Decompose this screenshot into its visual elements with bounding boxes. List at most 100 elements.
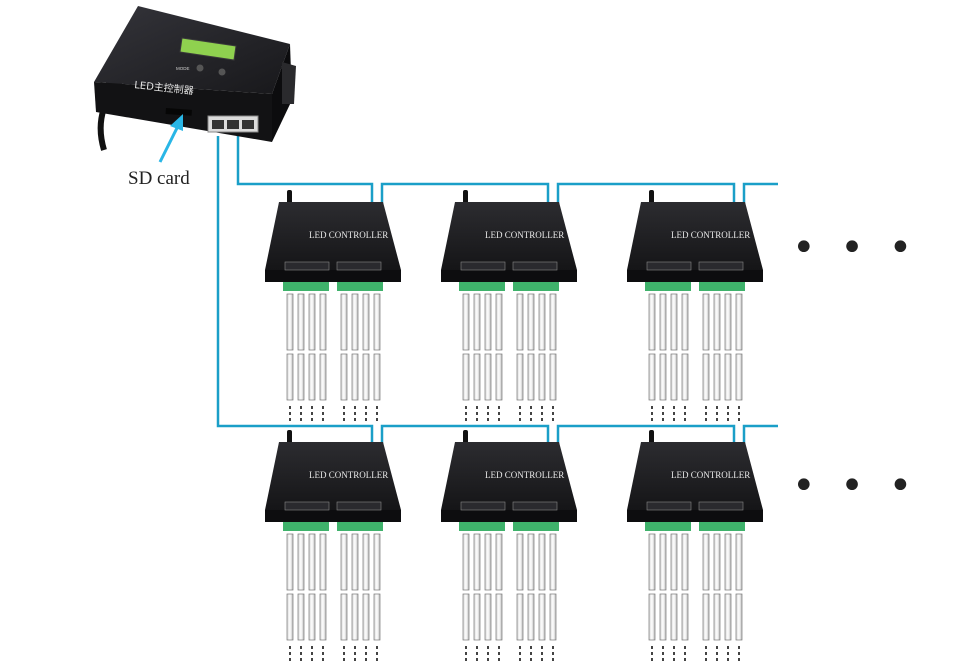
led-strip-segment <box>495 533 503 591</box>
led-strip-segment <box>340 533 348 591</box>
led-strip-segment <box>297 533 305 591</box>
led-strip-segment <box>319 293 327 351</box>
led-strip-segment <box>659 353 667 401</box>
slave-top-face <box>441 442 577 510</box>
led-strip-segment <box>735 593 743 641</box>
led-strip-segment <box>724 353 732 401</box>
led-strip-segment <box>724 293 732 351</box>
led-strip-segment <box>648 593 656 641</box>
led-strip-segment <box>286 353 294 401</box>
slave-top-face <box>627 202 763 270</box>
led-strip-segment <box>713 353 721 401</box>
slave-top-face <box>441 202 577 270</box>
led-strip-segment <box>516 293 524 351</box>
slave-controller-label: LED CONTROLLER <box>485 470 564 480</box>
slave-controller: LED CONTROLLER <box>627 190 763 421</box>
terminal-block <box>337 282 383 291</box>
network-cable <box>380 424 550 444</box>
led-strip-segment <box>462 353 470 401</box>
led-strip-segment <box>484 293 492 351</box>
led-strip-segment <box>319 533 327 591</box>
led-strip-segment <box>308 533 316 591</box>
led-strip-segment <box>648 293 656 351</box>
led-strip-segment <box>308 593 316 641</box>
led-strip-segment <box>702 353 710 401</box>
led-strip-segment <box>308 293 316 351</box>
led-strip-segment <box>462 533 470 591</box>
led-strip-segment <box>724 533 732 591</box>
slave-controller-label: LED CONTROLLER <box>309 470 388 480</box>
led-strip-segment <box>340 293 348 351</box>
led-strip-segment <box>681 353 689 401</box>
led-strip-segment <box>319 353 327 401</box>
sd-card-label: SD card <box>128 168 190 189</box>
led-strip-segment <box>670 533 678 591</box>
led-strip-segment <box>659 293 667 351</box>
terminal-block <box>337 522 383 531</box>
led-strip-segment <box>702 593 710 641</box>
sd-card-pointer-arrow <box>158 114 183 163</box>
led-strip-segment <box>538 533 546 591</box>
network-cable <box>216 136 374 444</box>
slave-controller: LED CONTROLLER <box>441 190 577 421</box>
led-strip-segment <box>484 593 492 641</box>
led-strip-segment <box>373 353 381 401</box>
led-strip-segment <box>713 593 721 641</box>
led-strip-segment <box>549 533 557 591</box>
led-strip-segment <box>670 353 678 401</box>
slave-controller: LED CONTROLLER <box>441 430 577 661</box>
led-strip-segment <box>670 293 678 351</box>
menu-button[interactable] <box>196 64 204 72</box>
led-strip-segment <box>308 353 316 401</box>
network-cable <box>742 182 778 204</box>
led-strip-segment <box>484 533 492 591</box>
led-strip-segment <box>340 593 348 641</box>
led-strip-segment <box>735 293 743 351</box>
terminal-block <box>459 522 505 531</box>
led-strip-segment <box>297 293 305 351</box>
led-strip-segment <box>473 293 481 351</box>
led-strip-segment <box>527 293 535 351</box>
led-strip-segment <box>373 293 381 351</box>
led-strip-segment <box>724 593 732 641</box>
led-strip-segment <box>648 533 656 591</box>
led-strip-segment <box>473 593 481 641</box>
slave-top-face <box>627 442 763 510</box>
led-strip-segment <box>516 353 524 401</box>
led-strip-segment <box>549 593 557 641</box>
led-strip-segment <box>473 533 481 591</box>
led-strip-segment <box>495 353 503 401</box>
slave-top-face <box>265 202 401 270</box>
terminal-block <box>513 522 559 531</box>
network-cables <box>216 136 778 444</box>
terminal-block <box>645 282 691 291</box>
network-cable <box>556 424 736 444</box>
led-strip-segment <box>286 593 294 641</box>
led-strip-segment <box>516 533 524 591</box>
led-strip-segment <box>527 593 535 641</box>
terminal-block <box>699 522 745 531</box>
lcd-display <box>179 37 237 61</box>
network-cable <box>742 424 778 444</box>
slave-top-face <box>265 442 401 510</box>
led-strip-segment <box>713 293 721 351</box>
led-strip-segment <box>670 593 678 641</box>
led-strip-segment <box>702 293 710 351</box>
led-strip-segment <box>484 353 492 401</box>
mode-button[interactable] <box>218 68 226 76</box>
terminal-block <box>459 282 505 291</box>
network-cable <box>236 136 374 204</box>
slave-controller-label: LED CONTROLLER <box>671 470 750 480</box>
led-strip-segment <box>527 353 535 401</box>
led-strip-segment <box>516 593 524 641</box>
led-strip-segment <box>297 593 305 641</box>
led-strip-segment <box>735 353 743 401</box>
ethernet-ports <box>207 115 259 133</box>
slave-controller: LED CONTROLLER <box>265 190 401 421</box>
led-strip-segment <box>538 293 546 351</box>
led-strip-segment <box>351 353 359 401</box>
led-strip-segment <box>659 533 667 591</box>
terminal-block <box>645 522 691 531</box>
slave-controller-label: LED CONTROLLER <box>485 230 564 240</box>
